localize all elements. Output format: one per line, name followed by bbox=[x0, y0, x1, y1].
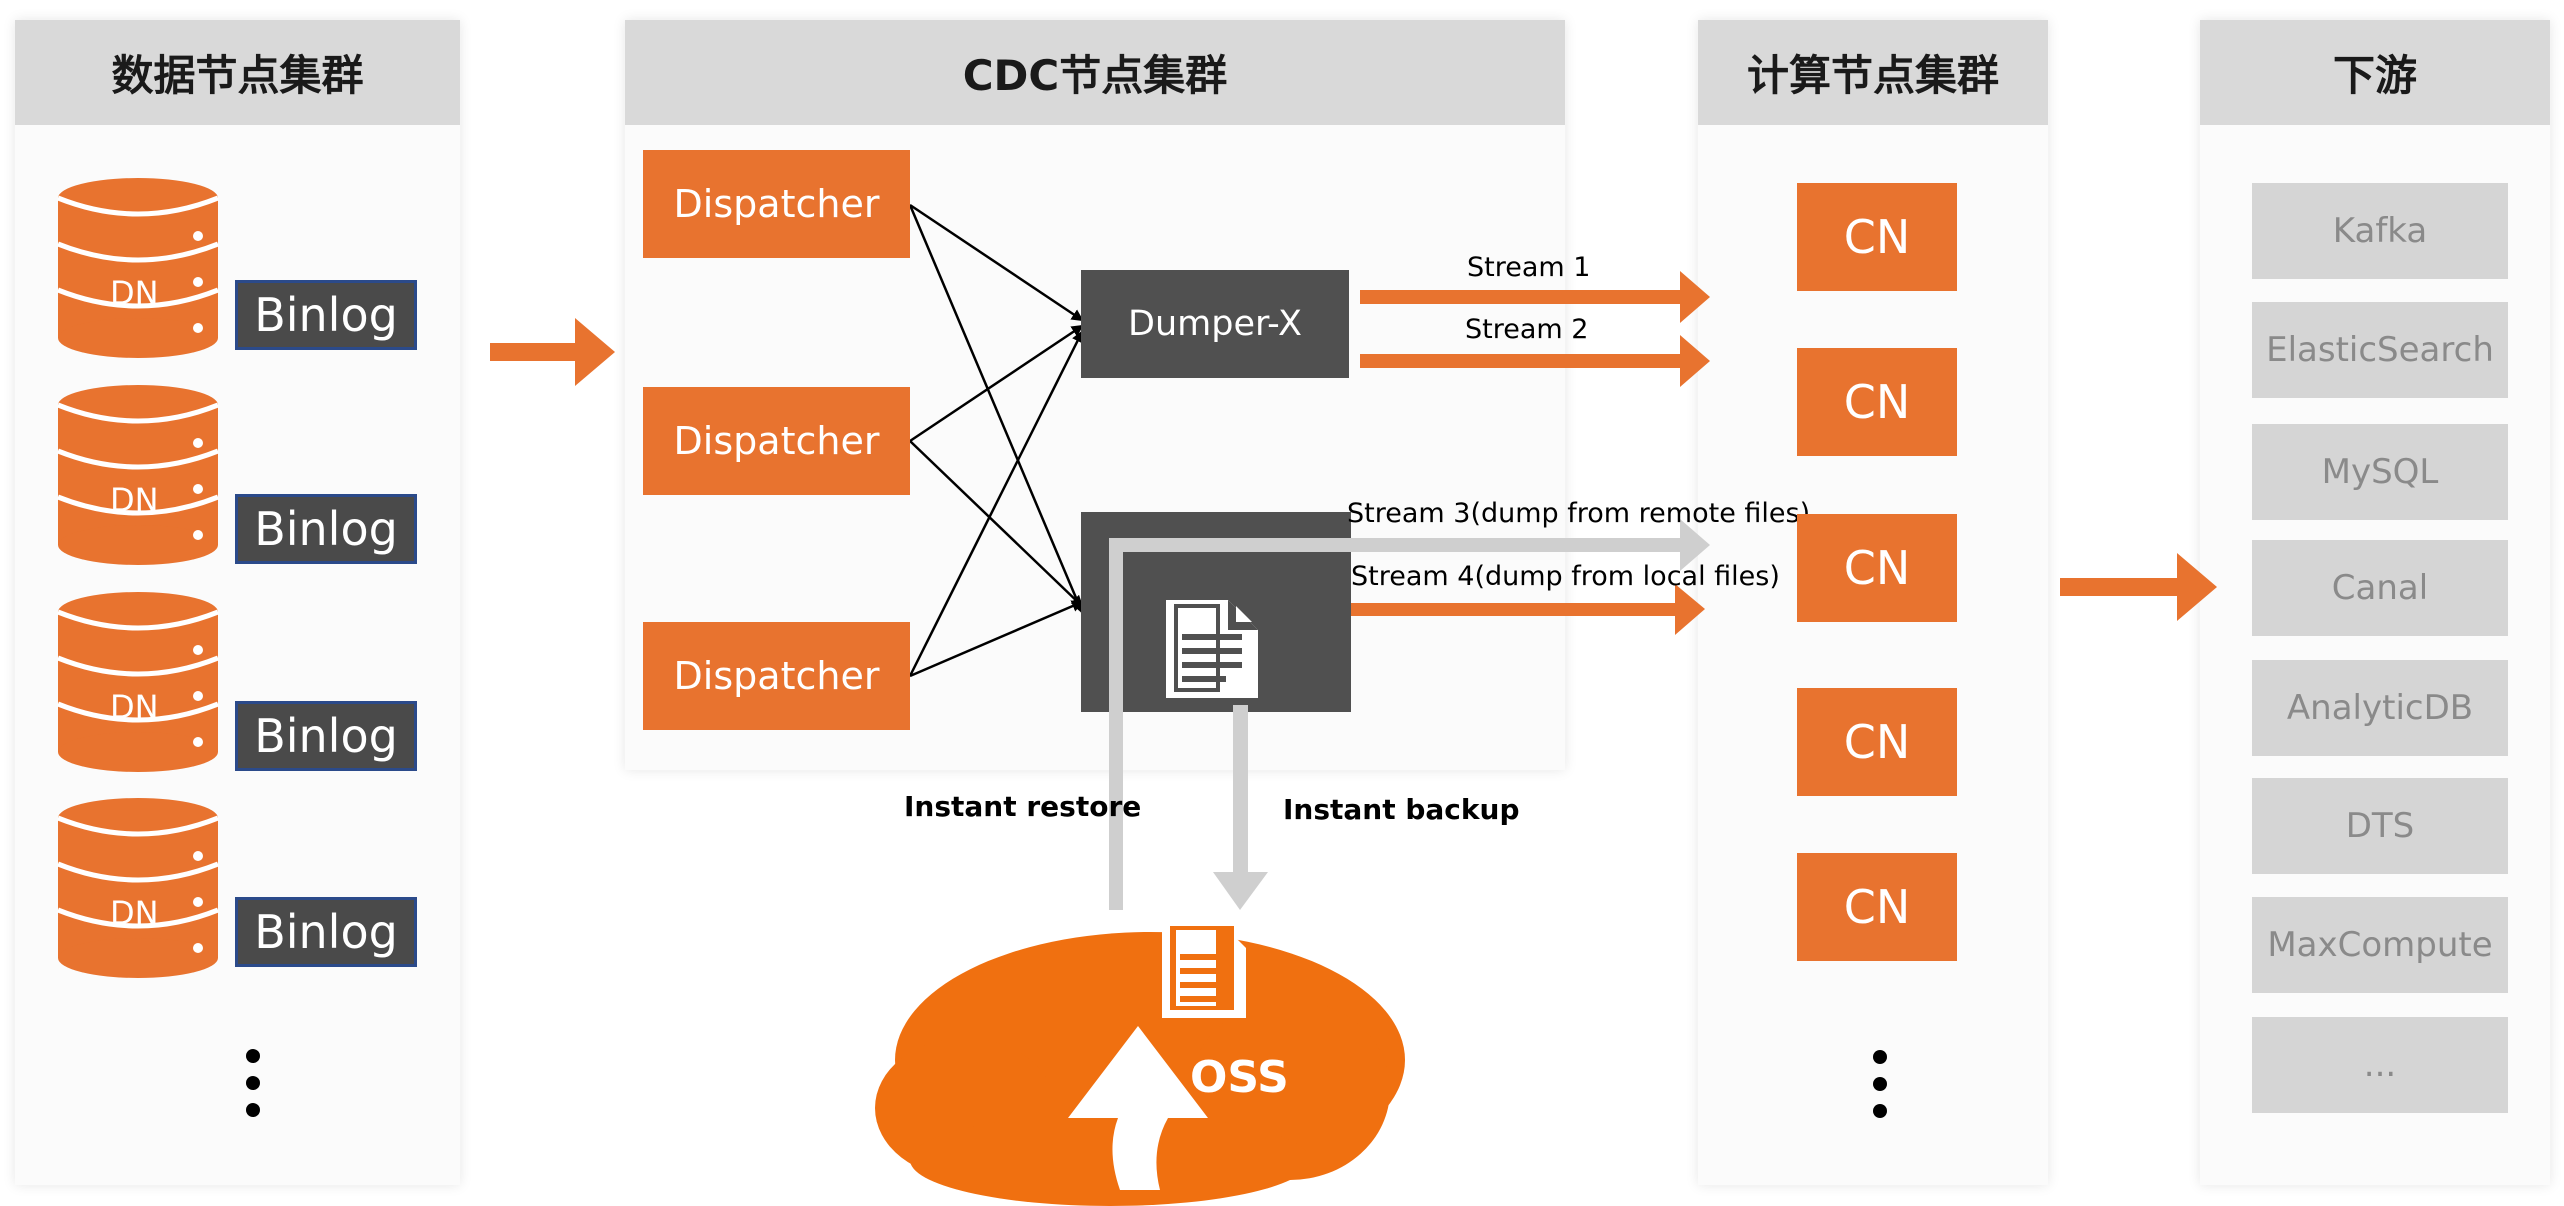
stream-1-label: Stream 1 bbox=[1467, 252, 1591, 283]
dumper-x-box: Dumper-X bbox=[1081, 270, 1349, 378]
cn-box: CN bbox=[1797, 853, 1957, 961]
more-dots-icon bbox=[1873, 1050, 1887, 1118]
dispatcher-box: Dispatcher bbox=[643, 387, 910, 495]
instant-restore-label: Instant restore bbox=[904, 790, 1142, 823]
stream-arrow-icon bbox=[1255, 584, 1705, 635]
dn-database-icon-2 bbox=[58, 385, 218, 565]
downstream-kafka: Kafka bbox=[2252, 183, 2508, 279]
dn-label: DN bbox=[110, 688, 159, 726]
instant-restore-arrow-icon bbox=[1109, 519, 1710, 910]
dn-label: DN bbox=[110, 274, 159, 312]
downstream-maxcompute: MaxCompute bbox=[2252, 897, 2508, 993]
dispatcher-box: Dispatcher bbox=[643, 150, 910, 258]
cn-box: CN bbox=[1797, 183, 1957, 291]
stream-arrow-icon bbox=[1360, 335, 1710, 387]
stream-3-label: Stream 3(dump from remote files) bbox=[1347, 498, 1811, 529]
cdc-node-cluster-title: CDC节点集群 bbox=[625, 20, 1565, 125]
cn-box: CN bbox=[1797, 688, 1957, 796]
downstream-dts: DTS bbox=[2252, 778, 2508, 874]
document-icon bbox=[1166, 600, 1258, 698]
instant-backup-label: Instant backup bbox=[1283, 793, 1520, 826]
stream-arrow-icon bbox=[1360, 271, 1710, 323]
more-dots-icon bbox=[246, 1049, 260, 1117]
instant-backup-arrow-icon bbox=[1213, 705, 1268, 910]
dispatcher-box: Dispatcher bbox=[643, 622, 910, 730]
binlog-box: Binlog bbox=[235, 897, 417, 967]
dn-database-icon-3 bbox=[58, 592, 218, 772]
dn-label: DN bbox=[110, 894, 159, 932]
compute-node-cluster-title: 计算节点集群 bbox=[1698, 20, 2048, 125]
data-node-cluster-title: 数据节点集群 bbox=[15, 20, 460, 125]
binlog-box: Binlog bbox=[235, 494, 417, 564]
binlog-box: Binlog bbox=[235, 701, 417, 771]
cn-box: CN bbox=[1797, 514, 1957, 622]
downstream-canal: Canal bbox=[2252, 540, 2508, 636]
stream-4-label: Stream 4(dump from local files) bbox=[1351, 561, 1780, 592]
flow-arrow-icon bbox=[2060, 553, 2217, 621]
flow-arrow-icon bbox=[490, 318, 615, 386]
downstream-analyticdb: AnalyticDB bbox=[2252, 660, 2508, 756]
stream-2-label: Stream 2 bbox=[1465, 314, 1589, 345]
document-icon bbox=[1162, 918, 1246, 1018]
dn-database-icon-4 bbox=[58, 798, 218, 978]
downstream-title: 下游 bbox=[2200, 20, 2550, 125]
cn-box: CN bbox=[1797, 348, 1957, 456]
downstream-more: ... bbox=[2252, 1017, 2508, 1113]
downstream-elasticsearch: ElasticSearch bbox=[2252, 302, 2508, 398]
dn-database-icon-1 bbox=[58, 178, 218, 358]
dn-label: DN bbox=[110, 481, 159, 519]
dispatcher-links bbox=[908, 203, 1084, 678]
oss-label: OSS bbox=[1190, 1052, 1289, 1103]
upload-arrow-icon bbox=[1068, 1026, 1208, 1190]
downstream-mysql: MySQL bbox=[2252, 424, 2508, 520]
binlog-box: Binlog bbox=[235, 280, 417, 350]
